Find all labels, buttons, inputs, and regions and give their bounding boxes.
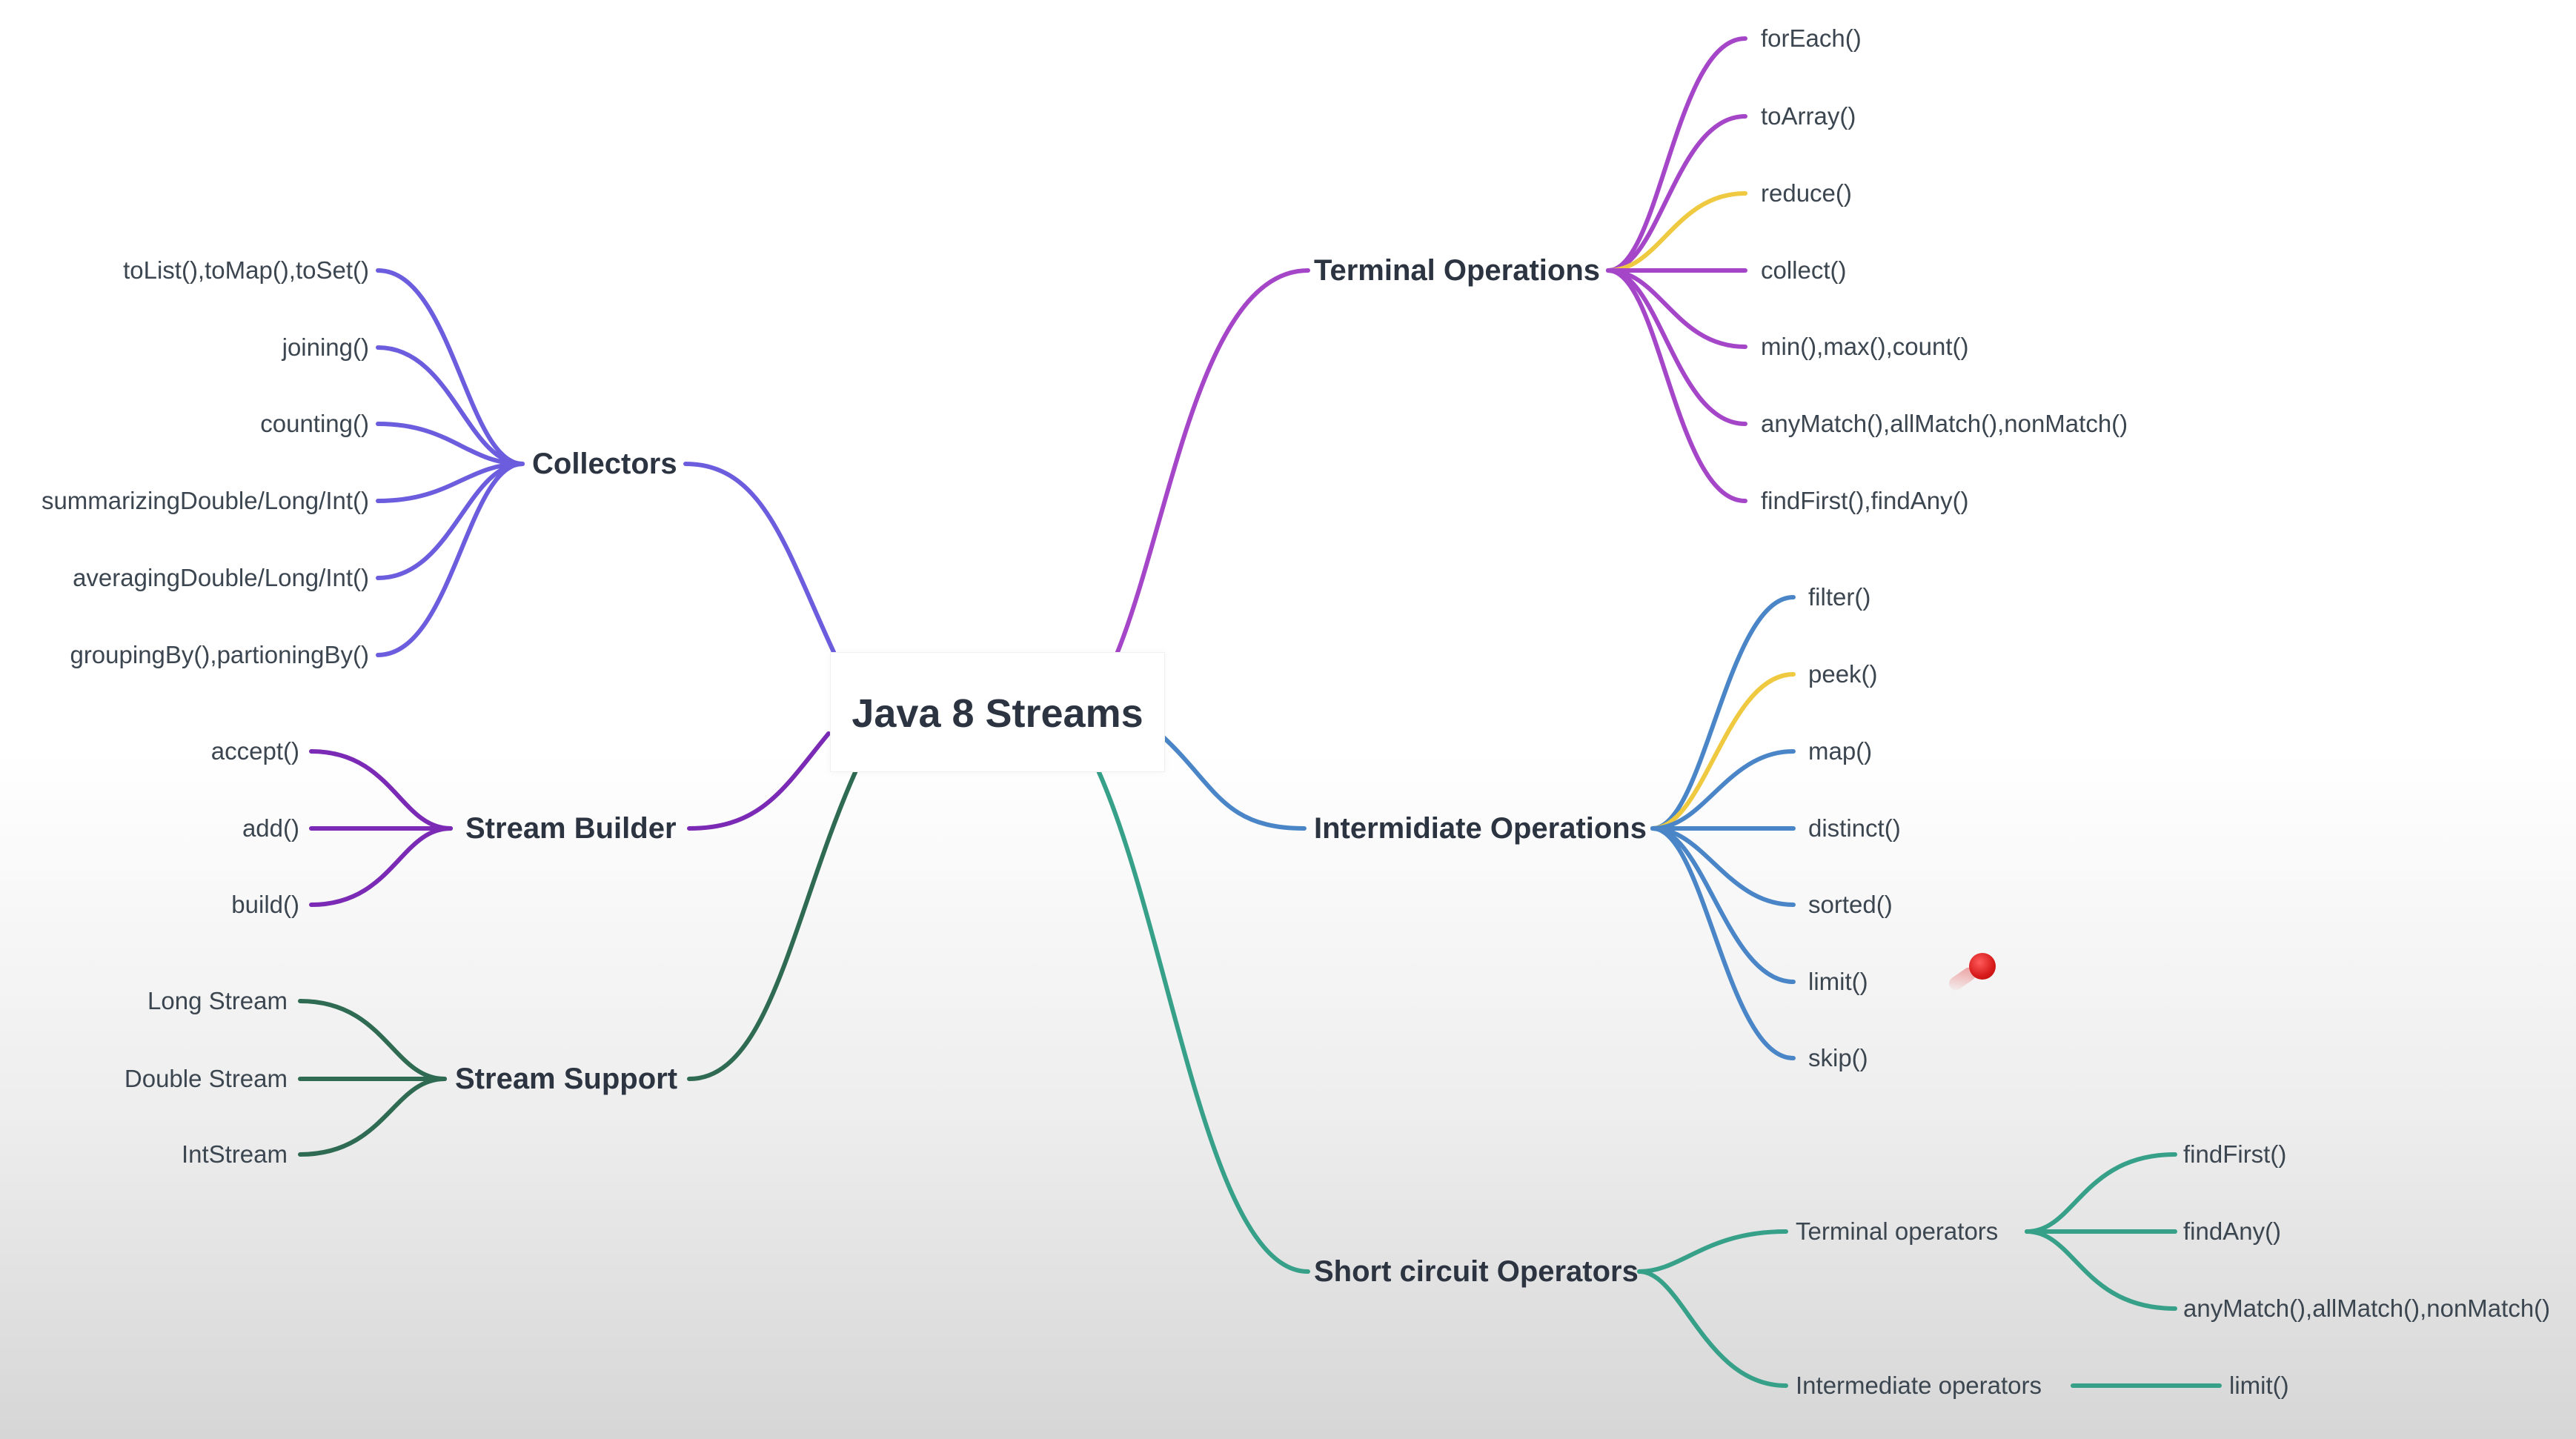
edge-root-intermediate [1161,735,1307,831]
sc-intermediate-item: limit() [2229,1372,2289,1399]
collectors-item: joining() [282,333,369,361]
terminal-item: forEach() [1761,24,1862,52]
edge-sc-intermediate [1637,1269,1788,1388]
stream-builder-node[interactable]: Stream Builder [465,812,677,845]
edge-root-support [687,768,858,1081]
support-item: Double Stream [124,1065,288,1092]
edge-support-long [298,999,447,1081]
edge-support-int [298,1077,447,1157]
terminal-item: toArray() [1761,102,1856,130]
sc-terminal-operators-node[interactable]: Terminal operators [1796,1217,1999,1245]
sc-terminal-item: findAny() [2183,1217,2282,1245]
edge-inter-filter [1650,595,1796,831]
root-title: Java 8 Streams [852,691,1143,736]
edge-builder-build [309,826,453,907]
edge-collectors-counting [376,422,525,466]
collectors-item: toList(),toMap(),toSet() [123,256,369,284]
edge-terminal-anymatch [1606,268,1747,426]
edge-terminal-minmax [1606,268,1747,349]
edge-collectors-tolist [376,268,525,466]
edge-collectors-grouping [376,462,525,657]
intermediate-item: distinct() [1808,814,1901,842]
edge-scterm-anymatch [2025,1229,2177,1311]
edge-terminal-toarray [1606,114,1747,273]
collectors-item: counting() [260,410,369,437]
terminal-operations-node[interactable]: Terminal Operations [1314,254,1601,287]
collectors-node[interactable]: Collectors [532,448,677,480]
support-item: Long Stream [147,987,288,1014]
sc-terminal-item: findFirst() [2183,1140,2287,1168]
edge-sc-terminal [1637,1229,1788,1274]
intermediate-item: filter() [1808,583,1871,611]
edge-collectors-summarizing [376,462,525,503]
terminal-item: reduce() [1761,179,1852,207]
intermediate-item: peek() [1808,660,1878,688]
intermediate-item: limit() [1808,968,1868,995]
stream-support-node[interactable]: Stream Support [455,1063,678,1095]
builder-item: add() [242,814,299,842]
edge-root-shortcircuit [1096,768,1310,1274]
collectors-item: groupingBy(),partioningBy() [70,641,369,668]
edge-inter-limit [1650,826,1796,984]
laser-pointer-icon [1969,953,1996,980]
edge-root-builder [687,731,831,831]
collectors-item: summarizingDouble/Long/Int() [41,487,369,514]
edge-root-terminal [1115,268,1310,654]
edge-collectors-joining [376,345,525,466]
edge-scterm-findfirst [2025,1152,2177,1234]
collectors-item: averagingDouble/Long/Int() [73,564,369,591]
terminal-item: min(),max(),count() [1761,333,1969,360]
sc-intermediate-operators-node[interactable]: Intermediate operators [1796,1372,2042,1399]
terminal-item: findFirst(),findAny() [1761,487,1969,514]
short-circuit-operators-node[interactable]: Short circuit Operators [1314,1255,1639,1288]
builder-item: build() [231,891,299,918]
edge-root-collectors [683,462,836,654]
intermediate-item: skip() [1808,1044,1868,1071]
root-node[interactable]: Java 8 Streams [830,652,1165,772]
edge-inter-map [1650,749,1796,831]
edge-inter-sorted [1650,826,1796,907]
edge-builder-accept [309,749,453,831]
terminal-item: collect() [1761,256,1847,284]
edge-inter-peek [1650,672,1796,831]
sc-terminal-item: anyMatch(),allMatch(),nonMatch() [2183,1295,2551,1322]
edge-terminal-findfirst [1606,268,1747,503]
terminal-item: anyMatch(),allMatch(),nonMatch() [1761,410,2128,437]
builder-item: accept() [210,737,299,765]
intermediate-item: sorted() [1808,891,1893,918]
intermediate-operations-node[interactable]: Intermidiate Operations [1314,812,1647,845]
support-item: IntStream [181,1140,288,1168]
edge-terminal-reduce [1606,191,1747,273]
edge-terminal-foreach [1606,36,1747,273]
edge-inter-skip [1650,826,1796,1060]
edge-collectors-averaging [376,462,525,580]
intermediate-item: map() [1808,737,1873,765]
